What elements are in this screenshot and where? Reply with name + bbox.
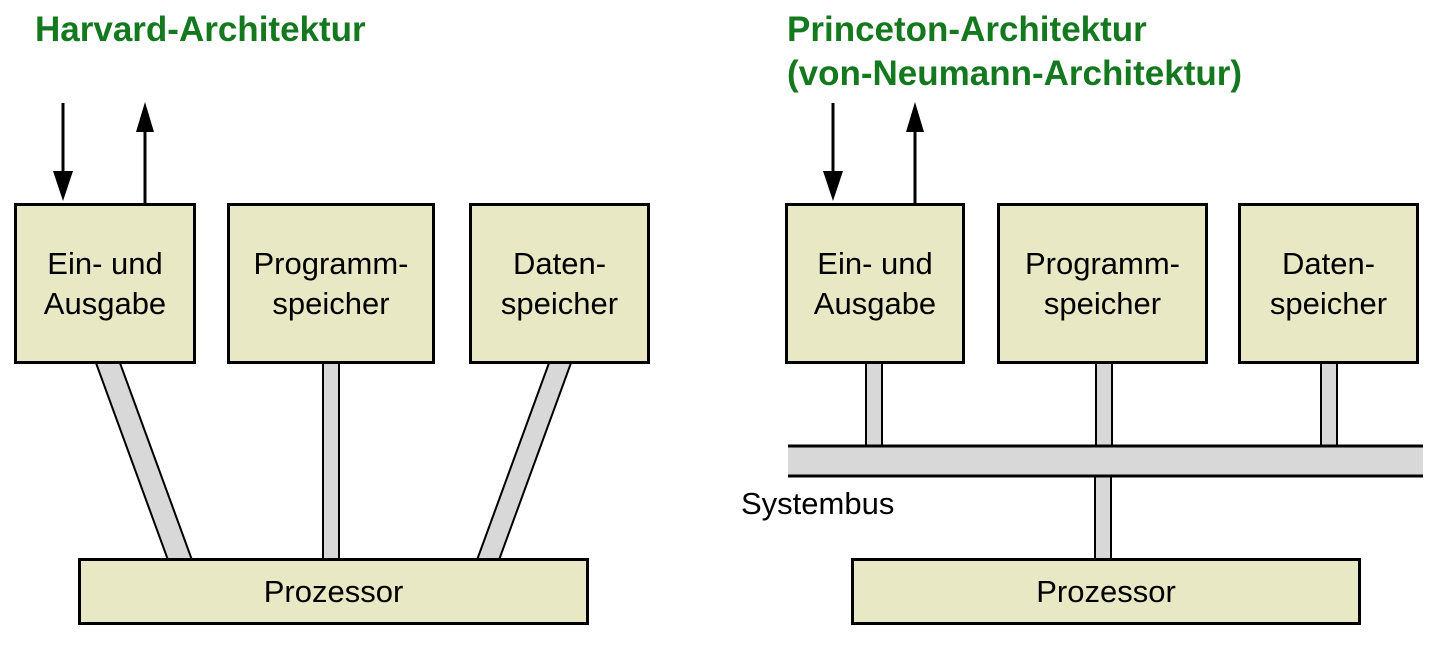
princeton-program-box-label-line2: speicher bbox=[1043, 285, 1162, 321]
harvard-processor-box: Prozessor bbox=[78, 558, 589, 625]
princeton-io-box-label-line2: Ausgabe bbox=[813, 285, 937, 321]
princeton-program-box-label-line1: Programm- bbox=[1024, 245, 1180, 281]
princeton-processor-label: Prozessor bbox=[1036, 573, 1176, 609]
harvard-program-processor-connector bbox=[322, 362, 340, 561]
princeton-title: Princeton-Architektur (von-Neumann-Archi… bbox=[787, 8, 1242, 96]
princeton-data-bus-connector bbox=[1320, 362, 1338, 450]
systembus-bar bbox=[788, 444, 1423, 478]
harvard-title: Harvard-Architektur bbox=[35, 10, 366, 49]
harvard-data-box-label-line2: speicher bbox=[500, 285, 619, 321]
harvard-processor-label: Prozessor bbox=[263, 573, 404, 609]
princeton-io-box: Ein- und Ausgabe bbox=[785, 203, 965, 364]
princeton-io-bus-connector bbox=[865, 362, 883, 450]
princeton-data-box-label-line2: speicher bbox=[1269, 285, 1388, 321]
up-arrowhead-icon bbox=[136, 102, 154, 132]
harvard-io-box: Ein- und Ausgabe bbox=[14, 203, 196, 364]
down-arrowhead-icon bbox=[53, 171, 73, 201]
harvard-program-box-label-line1: Programm- bbox=[253, 245, 409, 281]
princeton-data-box-label-line1: Daten- bbox=[1281, 245, 1376, 281]
princeton-program-bus-connector bbox=[1095, 362, 1113, 450]
harvard-program-box: Programm- speicher bbox=[227, 203, 435, 364]
harvard-io-box-label-line2: Ausgabe bbox=[43, 285, 167, 321]
down-arrowhead-icon bbox=[823, 171, 843, 201]
princeton-processor-box: Prozessor bbox=[851, 558, 1361, 625]
princeton-data-box: Daten- speicher bbox=[1238, 203, 1419, 364]
harvard-data-box-label-line1: Daten- bbox=[512, 245, 607, 281]
princeton-bus-processor-connector bbox=[1094, 473, 1112, 561]
harvard-data-box: Daten- speicher bbox=[469, 203, 650, 364]
harvard-data-processor-connector bbox=[475, 362, 573, 561]
systembus-bar-fill bbox=[788, 447, 1423, 475]
harvard-program-box-label-line2: speicher bbox=[272, 285, 390, 321]
systembus-label: Systembus bbox=[741, 486, 895, 521]
harvard-io-processor-connector bbox=[94, 362, 194, 561]
harvard-io-box-label-line1: Ein- und bbox=[47, 245, 163, 281]
harvard-io-arrows bbox=[53, 102, 154, 203]
princeton-io-arrows bbox=[823, 102, 924, 203]
up-arrowhead-icon bbox=[906, 102, 924, 132]
princeton-program-box: Programm- speicher bbox=[997, 203, 1208, 364]
princeton-title-line2: (von-Neumann-Architektur) bbox=[787, 54, 1243, 93]
princeton-io-box-label-line1: Ein- und bbox=[817, 245, 933, 281]
princeton-title-line1: Princeton-Architektur bbox=[787, 10, 1147, 49]
